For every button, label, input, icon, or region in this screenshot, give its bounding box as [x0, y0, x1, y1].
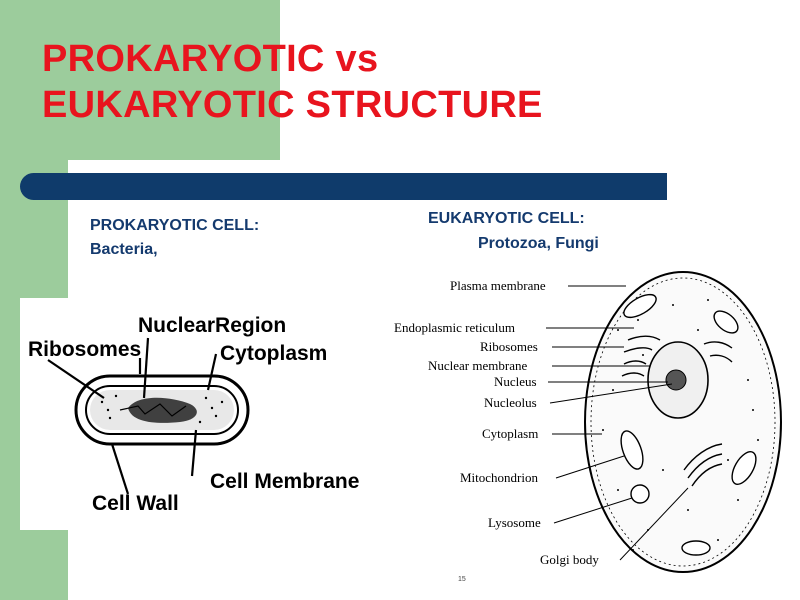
eukaryote-mitochondrion: [623, 293, 657, 319]
label-nucleus: Nucleus: [494, 374, 537, 389]
label-nuclear-membrane: Nuclear membrane: [428, 358, 527, 373]
eukaryotic-examples: Protozoa, Fungi: [478, 235, 599, 252]
label-mitochondrion: Mitochondrion: [460, 470, 538, 485]
label-cytoplasm-pro: Cytoplasm: [220, 342, 327, 365]
label-lysosome: Lysosome: [488, 515, 541, 530]
label-nucleolus: Nucleolus: [484, 395, 537, 410]
label-cell-membrane: Cell Membrane: [210, 470, 359, 493]
prokaryotic-heading-label: PROKARYOTIC CELL:: [90, 217, 260, 234]
prokaryotic-examples: Bacteria,: [90, 241, 158, 258]
slide-title: PROKARYOTIC vs EUKARYOTIC STRUCTURE: [42, 36, 543, 128]
label-ribosomes-eu: Ribosomes: [480, 339, 538, 354]
eukaryote-nucleolus: [665, 369, 687, 391]
prokaryotic-cell-diagram: NuclearRegion Ribosomes Cytoplasm Cell M…: [20, 298, 380, 530]
label-plasma-membrane: Plasma membrane: [450, 278, 546, 293]
eukaryote-plasma-membrane: [584, 271, 782, 573]
label-nuclear-region: NuclearRegion: [138, 314, 286, 337]
bacterium-nuclear-region: [128, 397, 197, 423]
eukaryotic-heading: EUKARYOTIC CELL: Protozoa, Fungi: [428, 206, 599, 256]
green-top-panel: [68, 0, 280, 160]
slide-number: 15: [458, 576, 466, 583]
title-line-1: PROKARYOTIC vs: [42, 38, 379, 80]
label-cell-wall: Cell Wall: [92, 492, 179, 515]
eukaryote-golgi-body: [683, 443, 723, 487]
eukaryote-lysosome: [630, 484, 650, 504]
bacterium-cell-membrane: [85, 385, 239, 435]
label-golgi-body: Golgi body: [540, 552, 599, 567]
title-line-2: EUKARYOTIC STRUCTURE: [42, 84, 543, 126]
label-ribosomes-pro: Ribosomes: [28, 338, 141, 361]
bacterium-cell-wall: [74, 374, 250, 446]
eukaryotic-heading-label: EUKARYOTIC CELL:: [428, 210, 585, 227]
prokaryotic-heading: PROKARYOTIC CELL: Bacteria,: [90, 214, 259, 262]
label-endoplasmic-reticulum: Endoplasmic reticulum: [394, 320, 515, 335]
eukaryotic-cell-diagram: Plasma membrane Endoplasmic reticulum Ri…: [394, 271, 782, 573]
title-divider-bar: [20, 173, 667, 200]
label-cytoplasm-eu: Cytoplasm: [482, 426, 538, 441]
